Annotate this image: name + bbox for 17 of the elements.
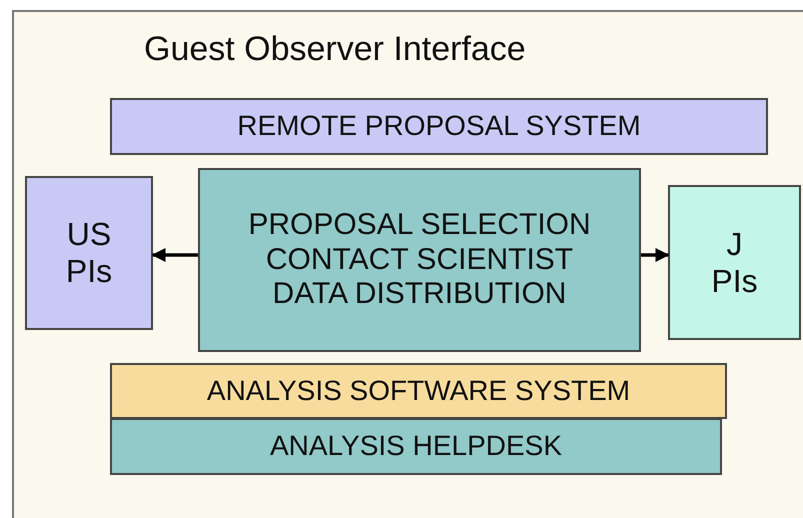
box-label: J PIs bbox=[710, 226, 759, 300]
box-label: REMOTE PROPOSAL SYSTEM bbox=[237, 110, 641, 143]
pi-box bbox=[25, 176, 153, 330]
box-label: ANALYSIS SOFTWARE SYSTEM bbox=[206, 374, 630, 408]
process-box bbox=[198, 168, 641, 352]
diagram-title: Guest Observer Interface bbox=[144, 30, 526, 69]
helpdesk-box bbox=[110, 418, 722, 475]
arrow bbox=[152, 248, 198, 262]
box-label: DATA DISTRIBUTION bbox=[272, 277, 566, 312]
system-box bbox=[110, 98, 768, 155]
box-label: US PIs bbox=[64, 216, 114, 290]
box-label: PROPOSAL SELECTION bbox=[248, 208, 591, 243]
box-label: ANALYSIS HELPDESK bbox=[270, 430, 562, 463]
box-label: CONTACT SCIENTIST bbox=[266, 242, 574, 278]
system-box bbox=[110, 363, 727, 419]
pi-box bbox=[668, 185, 801, 340]
arrow bbox=[641, 248, 670, 262]
